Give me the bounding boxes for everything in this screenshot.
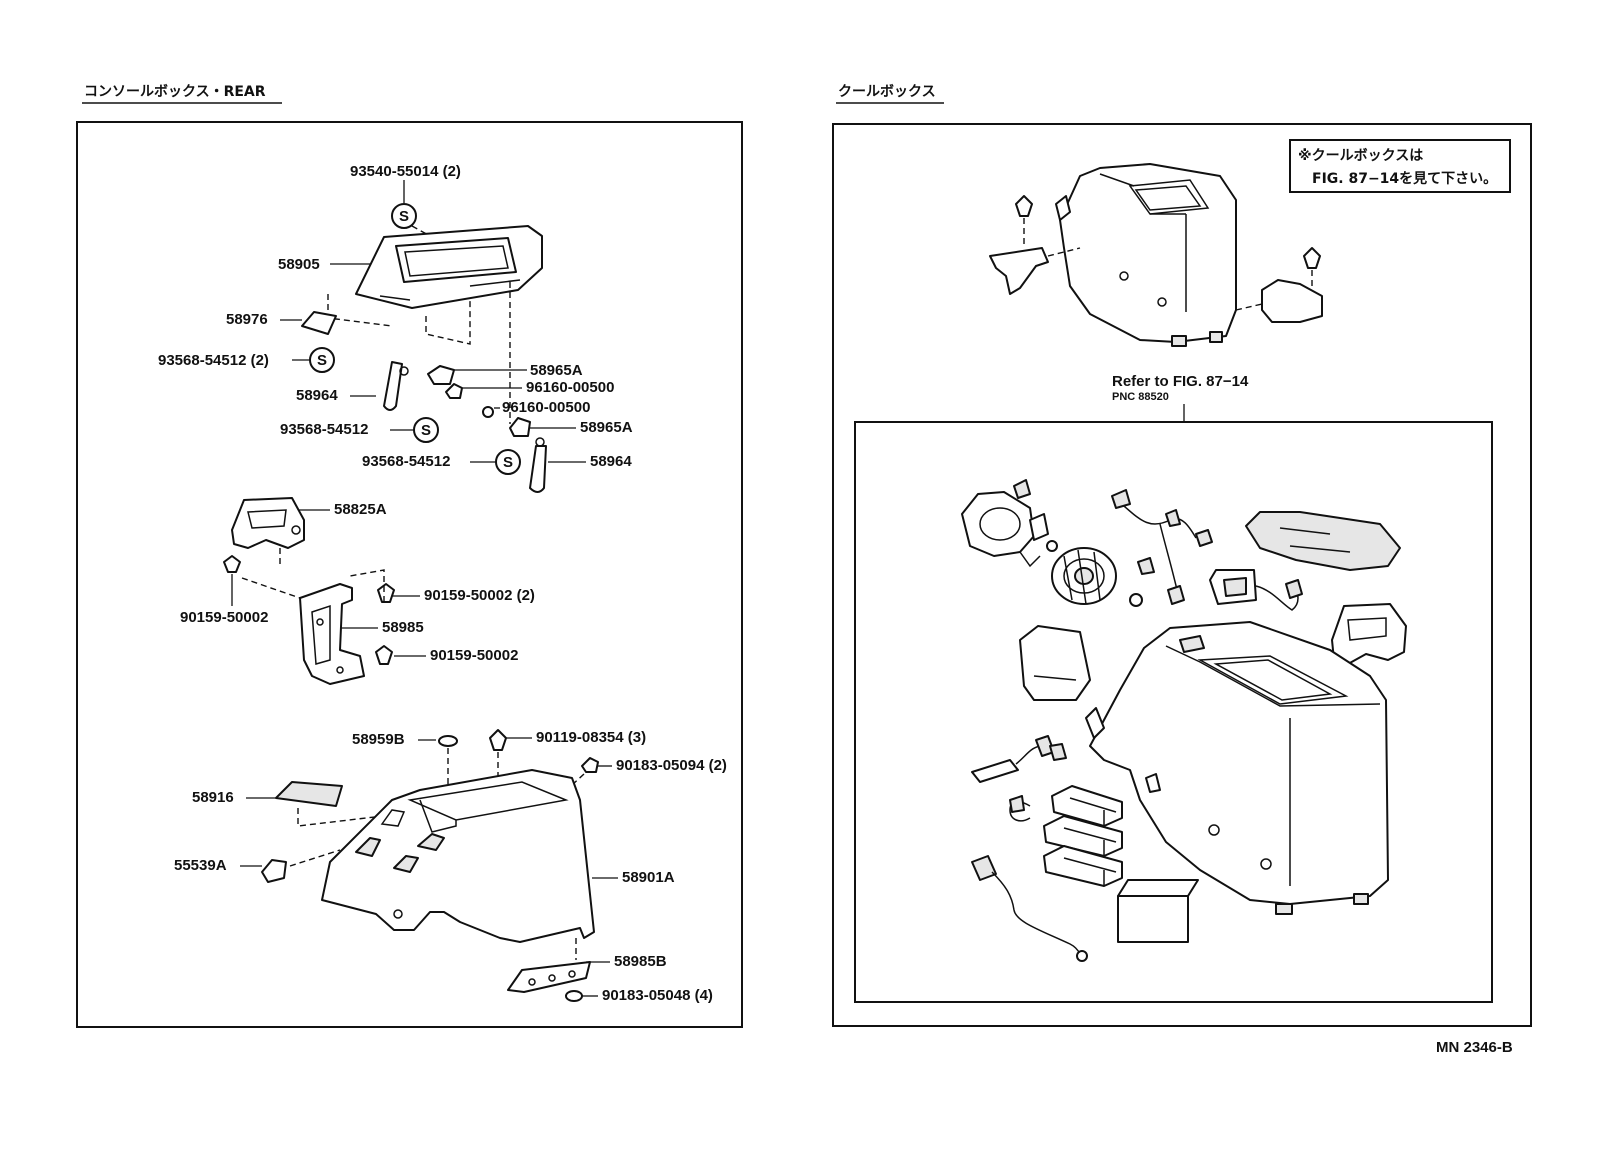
note-line-1: ※クールボックスは [1298,148,1423,164]
part-90119-clip [489,729,507,751]
part-58964-arm [383,361,403,411]
dash-90183a [559,773,585,797]
label-58825A: 58825A [334,501,387,518]
part-90183-clip [581,757,599,773]
cool-box-bracket-right [1261,279,1323,323]
part-55539A-bulb [261,859,287,883]
washer-symbol: S [413,417,439,443]
label-58901A: 58901A [622,869,675,886]
part-90159-bolt [223,555,241,573]
left-section-title: コンソールボックス・REAR [84,84,266,100]
refer-pnc: PNC 88520 [1112,391,1169,403]
svg-text:S: S [399,208,409,225]
refer-text: Refer to FIG. 87−14 [1112,373,1249,390]
left-frame [76,121,743,1028]
cool-box-switch [1209,569,1303,611]
label-96160-00500-a: 96160-00500 [526,379,614,396]
thermistor-sensor [971,735,1067,783]
label-90159-50002-lower: 90159-50002 [430,647,518,664]
cool-box-main-body [1085,621,1389,915]
part-58901A-console [321,769,595,943]
inner-frame [854,421,1493,1003]
label-90183-05094: 90183-05094 (2) [616,757,727,774]
part-58985-bracket [299,583,365,685]
right-frame [832,123,1532,1027]
svg-text:S: S [421,422,431,439]
pin [535,437,545,447]
dash-lid-mid [425,300,471,345]
unit-edge [1033,675,1077,681]
cool-box-bracket-left [989,247,1049,295]
label-58965A-upper: 58965A [530,362,583,379]
part-96160-washer [482,406,494,418]
part-58959B-cap [438,735,458,747]
label-58976: 58976 [226,311,268,328]
part-58976-clip [301,311,337,335]
svg-text:S: S [503,454,513,471]
cool-box-control-unit [1019,625,1091,701]
nut [1129,593,1143,607]
label-58905: 58905 [278,256,320,273]
label-58964-right: 58964 [590,453,632,470]
dash-58916 [297,808,401,827]
svg-text:S: S [317,352,327,369]
label-93568-54512-2: 93568-54512 (2) [158,352,269,369]
part-58905-lid [355,225,543,309]
label-90159-50002-2: 90159-50002 (2) [424,587,535,604]
part-96160-nut [445,383,463,399]
cooling-unit-stack [1009,785,1123,887]
washer-symbol: S [495,449,521,475]
dash-90159-2 [349,569,385,602]
housing-window [1347,617,1387,641]
part-58985B-bracket [507,961,591,993]
blower-motor [961,479,1049,568]
note-box [1289,139,1511,193]
insulation-panel [1117,879,1199,897]
label-58985: 58985 [382,619,424,636]
part-90183-nut [565,990,583,1002]
label-58959B: 58959B [352,731,405,748]
cool-box-bolt [1303,247,1321,269]
cool-box-lid-mat [1245,511,1401,571]
part-58825A-switch-housing [231,497,305,549]
mat-ribs [1279,527,1351,553]
cool-box-bolt [1015,195,1033,217]
part-58965A-bracket [509,417,531,437]
dash-55539a [289,849,341,867]
note-line-2: FIG. 87−14を見て下さい。 [1312,171,1497,187]
label-55539A: 55539A [174,857,227,874]
part-90159-bolt [377,583,395,603]
label-90119-08354: 90119-08354 (3) [536,729,646,746]
label-58985B: 58985B [614,953,667,970]
part-90159-bolt [375,645,393,665]
label-58916: 58916 [192,789,234,806]
label-93568-54512-lower: 93568-54512 [362,453,450,470]
right-section-title: クールボックス [838,84,936,100]
sensor-cable [971,855,1088,962]
cool-box-assembly [1055,163,1237,347]
part-58964-arm [529,445,547,493]
insulation-panel-face [1117,895,1189,943]
part-58916-mat [275,781,343,807]
washer [1046,540,1058,552]
label-93568-54512-mid: 93568-54512 [280,421,368,438]
label-96160-00500-b: 96160-00500 [502,399,590,416]
label-90183-05048: 90183-05048 (4) [602,987,713,1004]
wire-harness [1111,489,1213,605]
cool-box-switch-housing [1331,603,1407,665]
part-58965A-bracket [427,365,455,385]
dash-90159-left [241,577,301,599]
pin [399,366,409,376]
label-58964-left: 58964 [296,387,338,404]
label-90159-50002-left: 90159-50002 [180,609,268,626]
dash-bracket-left [1047,247,1081,257]
label-58965A-lower: 58965A [580,419,633,436]
washer-symbol: S [391,203,417,229]
blower-fan [1051,547,1117,605]
figure-code: MN 2346-B [1436,1039,1513,1056]
washer-symbol: S [309,347,335,373]
label-93540-55014: 93540-55014 (2) [350,163,461,180]
dash-bracket-right [1235,303,1263,311]
